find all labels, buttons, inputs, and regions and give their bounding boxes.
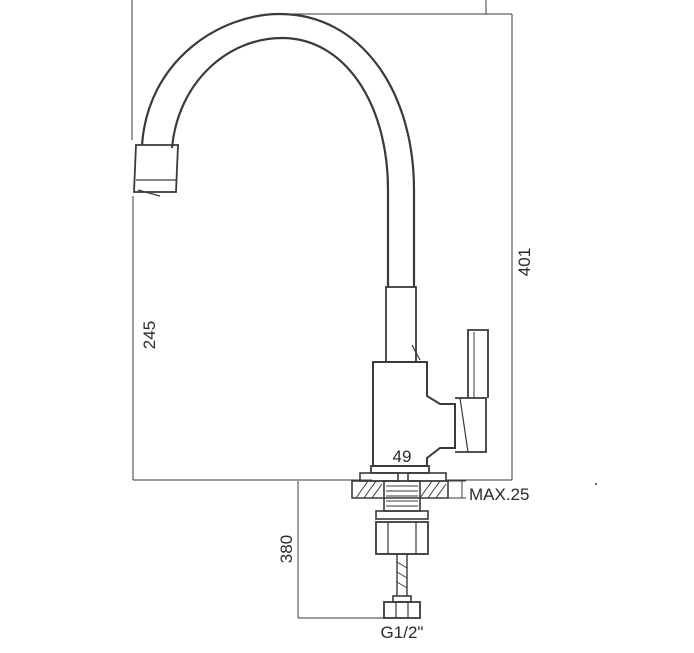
- dimension-401: 401: [282, 0, 534, 481]
- dimension-245: 245: [131, 0, 372, 481]
- base-mount: [351, 465, 449, 555]
- spout: [133, 12, 416, 287]
- dimension-49: 49: [373, 447, 427, 467]
- label-380: 380: [277, 535, 296, 563]
- riser-sleeve: [385, 286, 421, 363]
- dimension-max25: MAX.25: [448, 480, 529, 504]
- flexible-hose: [383, 554, 421, 619]
- dimension-380: 380: [277, 481, 384, 619]
- faucet-body: [372, 329, 489, 467]
- label-401: 401: [515, 248, 534, 276]
- label-245: 245: [140, 321, 159, 349]
- label-max25: MAX.25: [469, 485, 529, 504]
- label-thread: G1/2": [381, 623, 424, 642]
- label-49: 49: [393, 447, 412, 466]
- stray-dot: [595, 483, 597, 485]
